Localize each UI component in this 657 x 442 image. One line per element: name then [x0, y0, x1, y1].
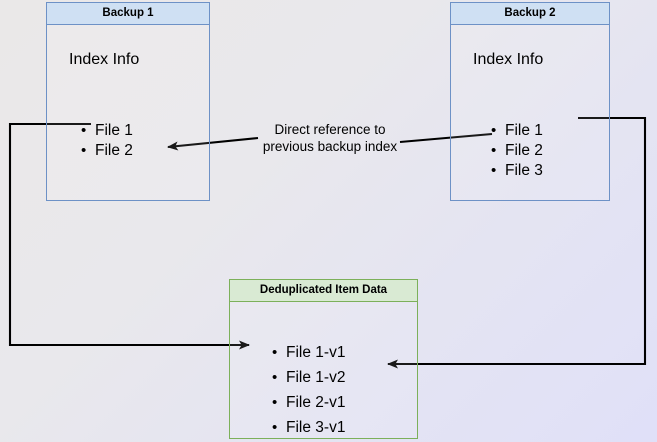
- backup1-index-info-label: Index Info: [69, 51, 140, 68]
- direct-reference-label-line1: Direct reference to: [274, 122, 386, 137]
- backup2-body: Index Info File 1 File 2 File 3: [451, 25, 609, 200]
- list-item: File 1-v2: [272, 365, 346, 390]
- backup2-title: Backup 2: [451, 3, 609, 25]
- backup2-index-info-label: Index Info: [473, 51, 544, 68]
- dedup-title-text: Deduplicated Item Data: [259, 284, 388, 296]
- dedup-node[interactable]: Deduplicated Item Data File 1-v1 File 1-…: [229, 279, 418, 440]
- list-item: File 2: [81, 141, 133, 161]
- backup1-title-text: Backup 1: [102, 7, 154, 19]
- list-item: File 2-v1: [272, 390, 346, 415]
- list-item: File 1: [491, 121, 543, 141]
- direct-reference-label: Direct reference to previous backup inde…: [245, 121, 415, 155]
- backup2-node[interactable]: Backup 2 Index Info File 1 File 2 File 3: [450, 2, 610, 201]
- dedup-title: Deduplicated Item Data: [230, 280, 417, 302]
- dedup-body: File 1-v1 File 1-v2 File 2-v1 File 3-v1: [230, 302, 417, 440]
- list-item: File 3-v1: [272, 415, 346, 440]
- list-item: File 1: [81, 121, 133, 141]
- backup1-title: Backup 1: [47, 3, 209, 25]
- backup1-body: Index Info File 1 File 2: [47, 25, 209, 200]
- list-item: File 2: [491, 141, 543, 161]
- backup1-file-list: File 1 File 2: [77, 121, 133, 161]
- backup2-file-list: File 1 File 2 File 3: [487, 121, 543, 181]
- direct-reference-label-line2: previous backup index: [262, 139, 398, 154]
- list-item: File 3: [491, 161, 543, 181]
- backup1-node[interactable]: Backup 1 Index Info File 1 File 2: [46, 2, 210, 201]
- list-item: File 1-v1: [272, 340, 346, 365]
- dedup-file-list: File 1-v1 File 1-v2 File 2-v1 File 3-v1: [268, 340, 346, 440]
- backup2-title-text: Backup 2: [504, 7, 556, 19]
